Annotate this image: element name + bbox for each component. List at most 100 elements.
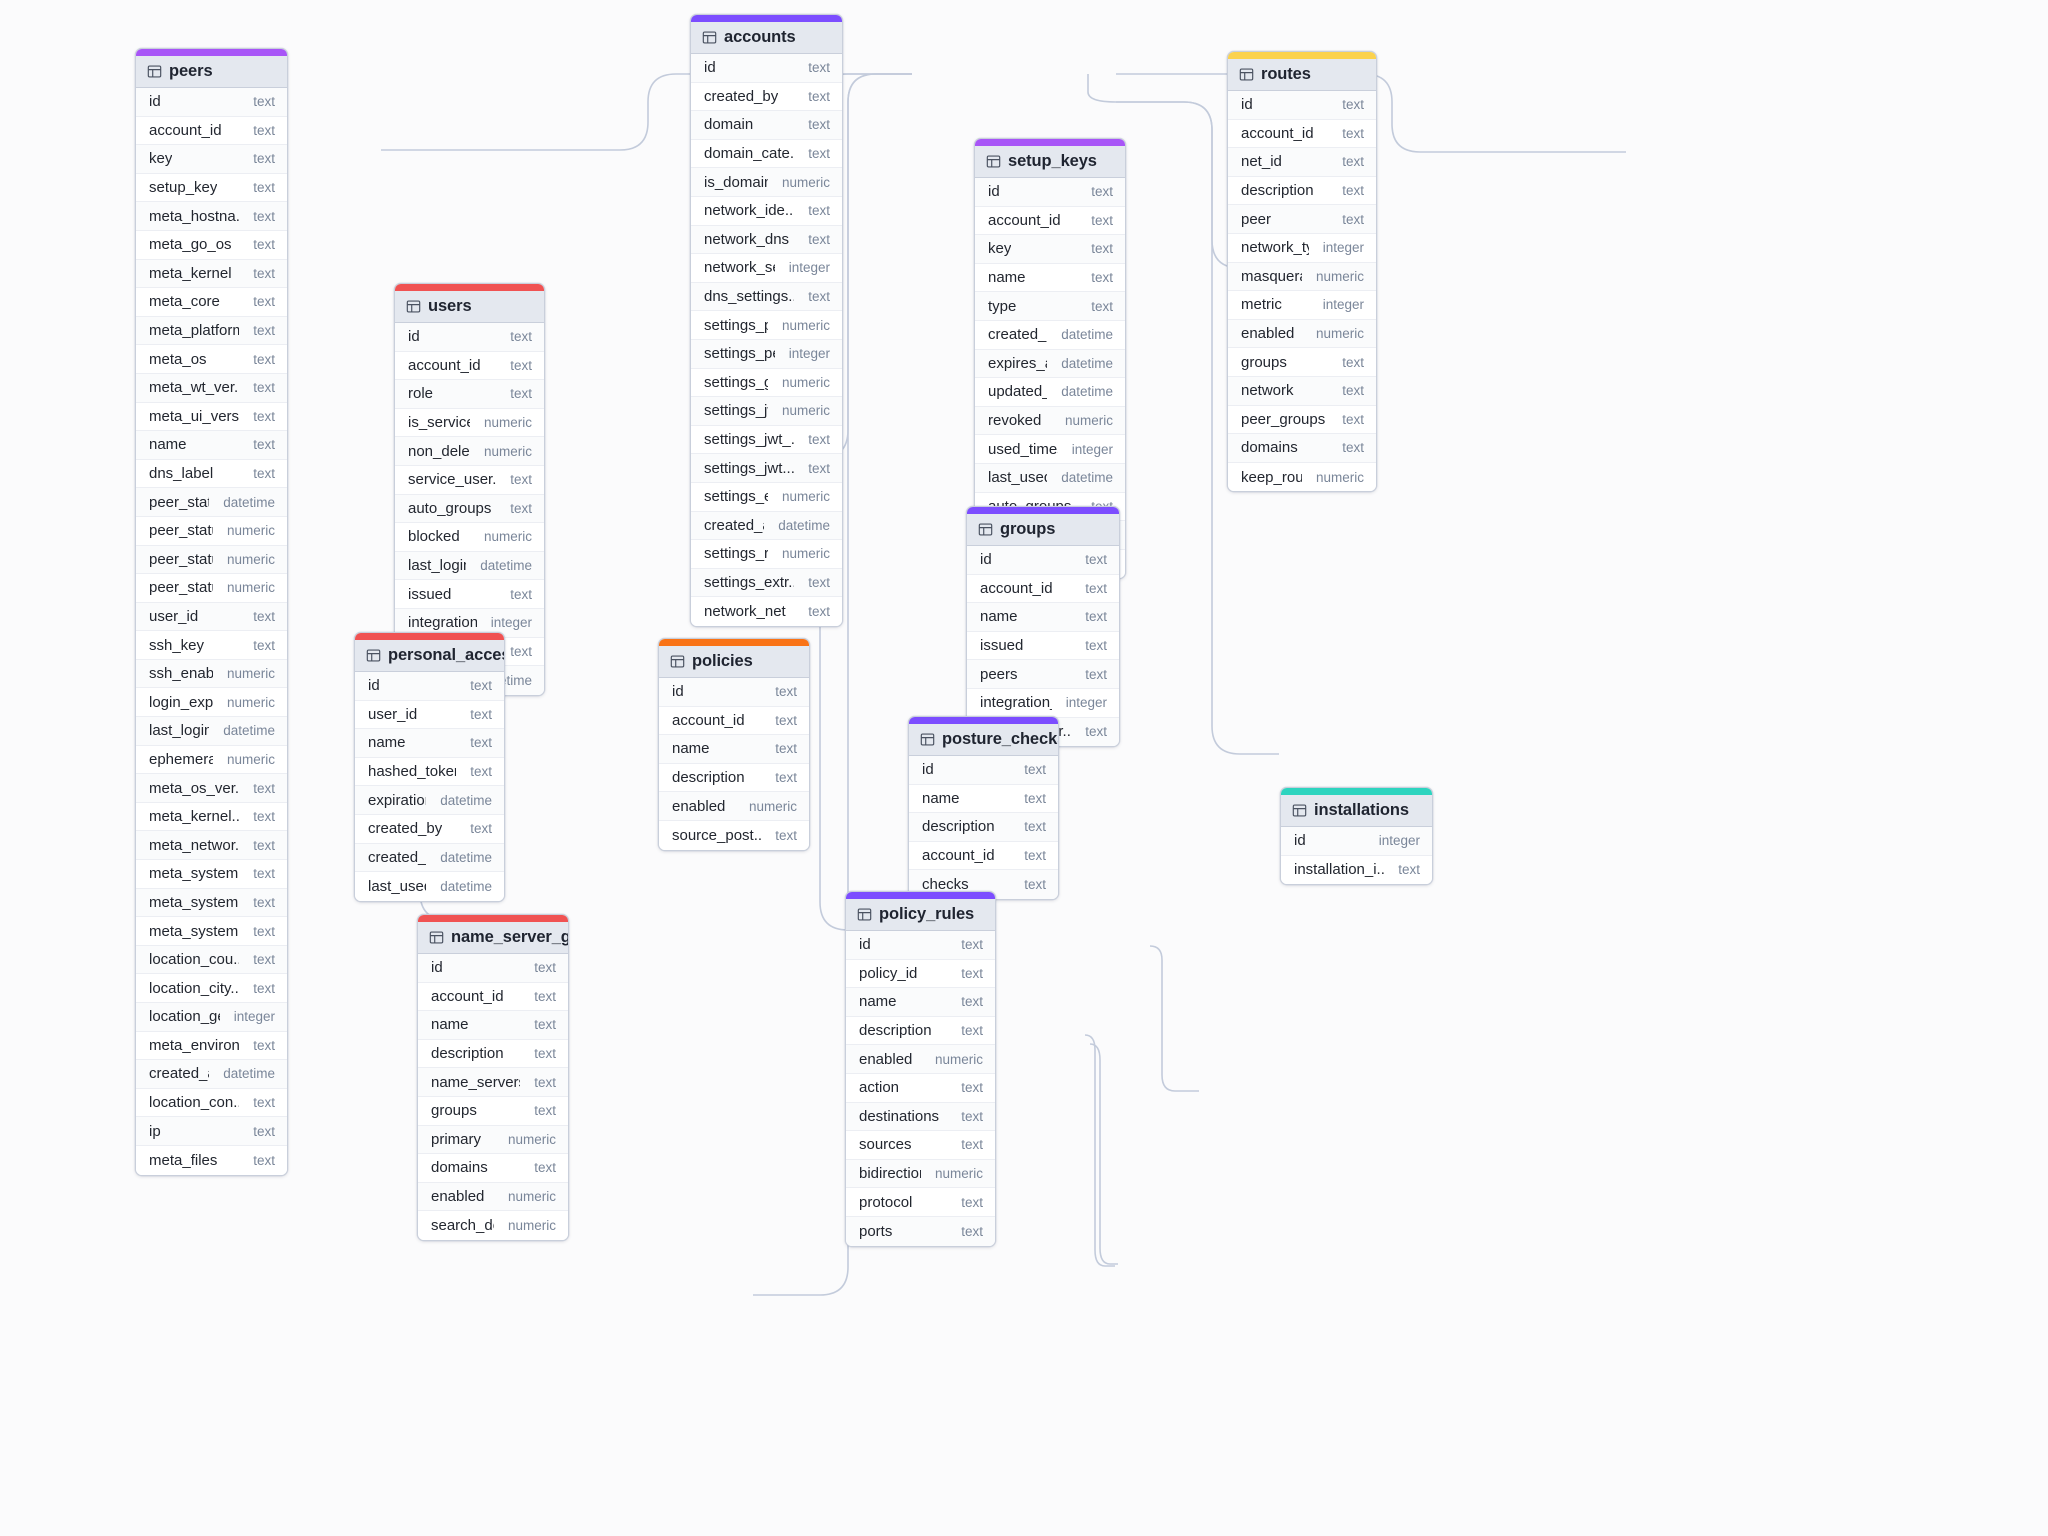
column-row[interactable]: settings_extr...numeric: [691, 482, 842, 512]
column-row[interactable]: network_serialinteger: [691, 254, 842, 283]
column-row[interactable]: login_expirati...numeric: [136, 688, 287, 718]
column-row[interactable]: meta_kernel...text: [136, 802, 287, 832]
table-header-routes[interactable]: routes: [1228, 59, 1376, 91]
column-row[interactable]: keep_routenumeric: [1228, 462, 1376, 492]
column-row[interactable]: settings_jwt_...numeric: [691, 397, 842, 426]
column-row[interactable]: location_city...text: [136, 974, 287, 1003]
column-row[interactable]: peer_status_...numeric: [136, 574, 287, 603]
column-row[interactable]: settings_pee...integer: [691, 339, 842, 369]
column-row[interactable]: network_typeinteger: [1228, 233, 1376, 263]
column-row[interactable]: peer_status_...numeric: [136, 516, 287, 546]
column-row[interactable]: location_cou...text: [136, 945, 287, 975]
column-row[interactable]: settings_pee...numeric: [691, 311, 842, 340]
column-row[interactable]: meta_system...text: [136, 888, 287, 918]
column-row[interactable]: source_post...text: [659, 820, 809, 850]
table-header-posture_checks[interactable]: posture_checks: [909, 724, 1058, 756]
column-row[interactable]: created_atdatetime: [975, 320, 1125, 350]
table-card-personal_access_tokens[interactable]: personal_access_tokensidtextuser_idtextn…: [354, 632, 505, 902]
column-row[interactable]: non_deletablenumeric: [395, 437, 544, 466]
column-row[interactable]: service_user...text: [395, 465, 544, 495]
column-row[interactable]: created_atdatetime: [136, 1060, 287, 1089]
column-row[interactable]: meta_hostna...text: [136, 202, 287, 231]
column-row[interactable]: meta_system...text: [136, 917, 287, 946]
table-header-personal_access_tokens[interactable]: personal_access_tokens: [355, 640, 504, 672]
column-row[interactable]: search_doma...numeric: [418, 1211, 568, 1240]
column-row[interactable]: expires_atdatetime: [975, 349, 1125, 379]
column-row[interactable]: meta_os_ver...text: [136, 774, 287, 803]
column-row[interactable]: updated_atdatetime: [975, 378, 1125, 407]
column-row[interactable]: settings_reg...numeric: [691, 540, 842, 569]
table-header-name_server_groups[interactable]: name_server_groups: [418, 922, 568, 954]
table-header-policies[interactable]: policies: [659, 646, 809, 678]
table-header-users[interactable]: users: [395, 291, 544, 323]
column-row[interactable]: meta_networ...text: [136, 831, 287, 861]
column-row[interactable]: location_geo...integer: [136, 1003, 287, 1032]
column-row[interactable]: peer_status_...datetime: [136, 488, 287, 517]
column-row[interactable]: meta_ui_vers...text: [136, 402, 287, 432]
column-row[interactable]: dns_settings...text: [691, 282, 842, 312]
column-row[interactable]: meta_environ...text: [136, 1031, 287, 1061]
column-row[interactable]: peer_status_...numeric: [136, 545, 287, 575]
table-card-name_server_groups[interactable]: name_server_groupsidtextaccount_idtextna…: [417, 914, 569, 1241]
